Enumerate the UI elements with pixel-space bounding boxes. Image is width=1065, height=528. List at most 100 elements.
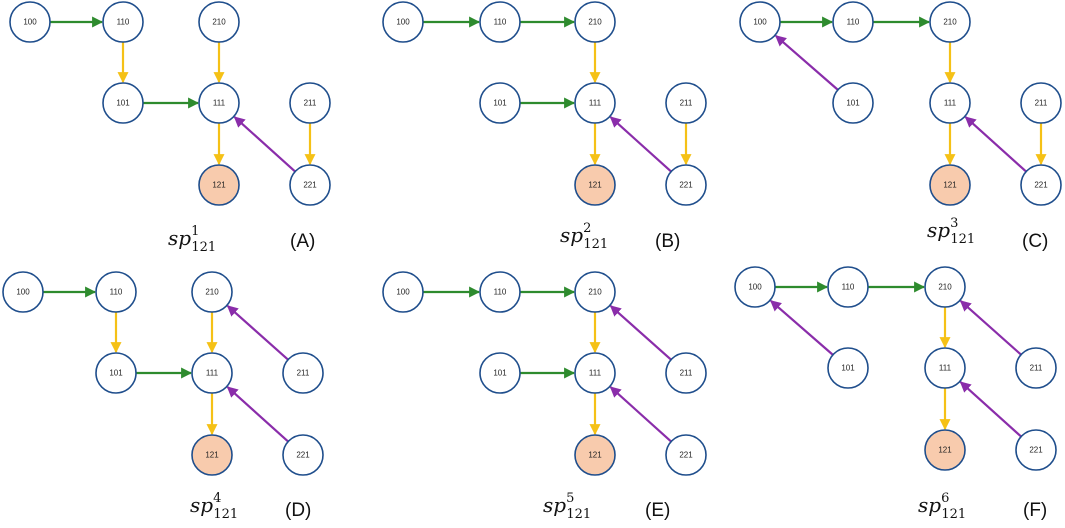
panel-letter: (E) bbox=[645, 500, 670, 521]
node-label-211: 211 bbox=[304, 99, 317, 108]
node-circle-121 bbox=[924, 429, 966, 471]
node-label-110: 110 bbox=[842, 283, 855, 292]
node-circle-211 bbox=[665, 352, 707, 394]
node-label-111: 111 bbox=[213, 99, 226, 108]
node-label-100: 100 bbox=[16, 288, 30, 297]
node-221: 221 bbox=[665, 434, 707, 476]
node-111: 111 bbox=[574, 82, 616, 124]
node-100: 100 bbox=[382, 271, 424, 313]
edge-211-to-210 bbox=[609, 305, 672, 361]
node-circle-221 bbox=[665, 164, 707, 206]
node-circle-110 bbox=[102, 1, 144, 43]
edge-211-to-210 bbox=[959, 300, 1022, 356]
node-circle-110 bbox=[479, 1, 521, 43]
edge-221-to-111 bbox=[959, 381, 1022, 438]
node-label-101: 101 bbox=[841, 364, 855, 373]
node-circle-100 bbox=[382, 1, 424, 43]
edge-221-to-111 bbox=[233, 116, 296, 173]
node-label-110: 110 bbox=[494, 18, 507, 27]
node-circle-110 bbox=[95, 271, 137, 313]
node-210: 210 bbox=[929, 1, 971, 43]
node-label-210: 210 bbox=[943, 18, 957, 27]
node-100: 100 bbox=[734, 266, 776, 308]
node-label-211: 211 bbox=[297, 369, 310, 378]
node-circle-100 bbox=[734, 266, 776, 308]
node-circle-221 bbox=[1020, 164, 1062, 206]
node-circle-100 bbox=[2, 271, 44, 313]
node-circle-221 bbox=[1015, 429, 1057, 471]
node-label-101: 101 bbox=[493, 99, 507, 108]
node-211: 211 bbox=[665, 82, 707, 124]
node-101: 101 bbox=[827, 347, 869, 389]
node-label-100: 100 bbox=[396, 288, 410, 297]
node-label-111: 111 bbox=[589, 99, 602, 108]
node-210: 210 bbox=[924, 266, 966, 308]
node-label-221: 221 bbox=[1029, 446, 1043, 455]
node-label-211: 211 bbox=[1030, 364, 1043, 373]
node-circle-100 bbox=[739, 1, 781, 43]
node-121: 121 bbox=[198, 164, 240, 206]
edge-101-to-100 bbox=[775, 34, 839, 91]
node-101: 101 bbox=[102, 82, 144, 124]
node-100: 100 bbox=[2, 271, 44, 313]
node-111: 111 bbox=[929, 82, 971, 124]
node-circle-211 bbox=[289, 82, 331, 124]
node-label-221: 221 bbox=[1034, 181, 1048, 190]
node-121: 121 bbox=[574, 164, 616, 206]
node-110: 110 bbox=[102, 1, 144, 43]
node-label-121: 121 bbox=[205, 451, 219, 460]
node-label-110: 110 bbox=[847, 18, 860, 27]
node-101: 101 bbox=[479, 82, 521, 124]
node-110: 110 bbox=[832, 1, 874, 43]
node-circle-111 bbox=[929, 82, 971, 124]
node-110: 110 bbox=[95, 271, 137, 313]
node-circle-210 bbox=[198, 1, 240, 43]
node-121: 121 bbox=[191, 434, 233, 476]
node-100: 100 bbox=[9, 1, 51, 43]
node-circle-111 bbox=[191, 352, 233, 394]
node-label-210: 210 bbox=[588, 18, 602, 27]
node-circle-211 bbox=[665, 82, 707, 124]
node-circle-210 bbox=[924, 266, 966, 308]
node-211: 211 bbox=[1015, 347, 1057, 389]
node-210: 210 bbox=[574, 271, 616, 313]
node-circle-101 bbox=[95, 352, 137, 394]
node-110: 110 bbox=[479, 271, 521, 313]
node-121: 121 bbox=[574, 434, 616, 476]
node-210: 210 bbox=[198, 1, 240, 43]
node-circle-211 bbox=[1015, 347, 1057, 389]
node-211: 211 bbox=[282, 352, 324, 394]
node-label-100: 100 bbox=[748, 283, 762, 292]
node-221: 221 bbox=[282, 434, 324, 476]
node-circle-111 bbox=[574, 82, 616, 124]
panel-letter: (F) bbox=[1023, 500, 1047, 521]
node-label-111: 111 bbox=[206, 369, 219, 378]
node-label-101: 101 bbox=[493, 369, 507, 378]
node-label-211: 211 bbox=[680, 99, 693, 108]
node-circle-110 bbox=[832, 1, 874, 43]
node-circle-100 bbox=[9, 1, 51, 43]
node-211: 211 bbox=[289, 82, 331, 124]
node-label-211: 211 bbox=[680, 369, 693, 378]
edge-101-to-100 bbox=[770, 299, 834, 356]
node-circle-121 bbox=[198, 164, 240, 206]
node-label-100: 100 bbox=[753, 18, 767, 27]
node-circle-101 bbox=[479, 82, 521, 124]
node-221: 221 bbox=[1015, 429, 1057, 471]
edge-211-to-210 bbox=[226, 305, 289, 361]
node-circle-101 bbox=[832, 82, 874, 124]
node-circle-111 bbox=[198, 82, 240, 124]
node-circle-210 bbox=[929, 1, 971, 43]
node-100: 100 bbox=[739, 1, 781, 43]
node-label-211: 211 bbox=[1035, 99, 1048, 108]
node-110: 110 bbox=[827, 266, 869, 308]
node-100: 100 bbox=[382, 1, 424, 43]
node-211: 211 bbox=[1020, 82, 1062, 124]
node-221: 221 bbox=[1020, 164, 1062, 206]
